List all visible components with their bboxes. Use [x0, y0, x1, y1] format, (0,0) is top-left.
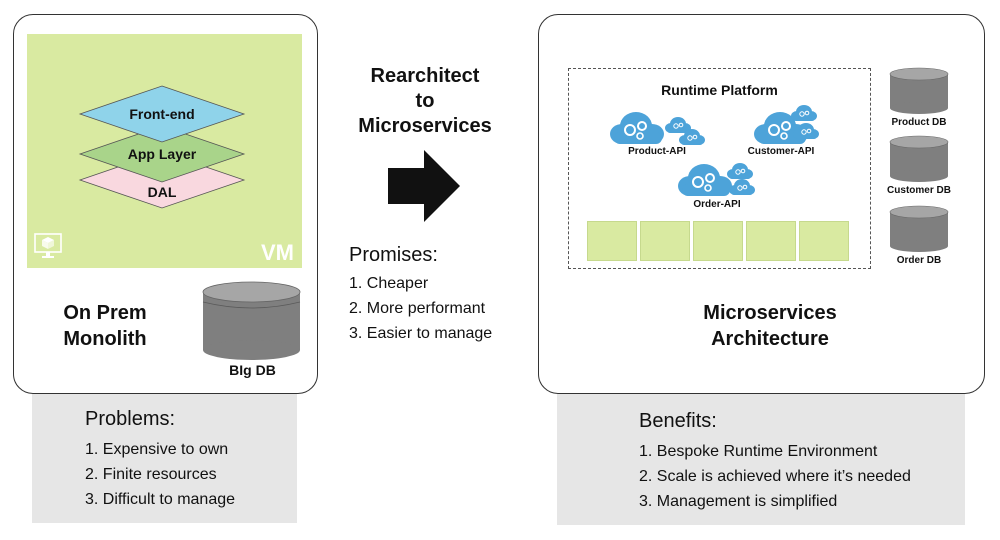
frontend-layer: [78, 85, 246, 143]
benefit-item-3: 3. Management is simplified: [639, 493, 838, 510]
compute-node-4: [746, 221, 796, 261]
product-db-cylinder: [889, 67, 949, 114]
rearchitect-line3: Microservices: [358, 115, 492, 137]
rearchitect-line2: to: [415, 90, 435, 112]
compute-node-2: [640, 221, 690, 261]
customer-db-cylinder: [889, 135, 949, 182]
promise-item-2: 2. More performant: [349, 300, 486, 317]
right-arrow-icon: [388, 150, 460, 222]
runtime-platform-title: Runtime Platform: [661, 82, 778, 98]
app-layer: [78, 125, 246, 183]
vm-label: VM: [261, 240, 294, 265]
product-api-cloud-icon: [609, 111, 706, 146]
product-db-label: Product DB: [891, 117, 947, 128]
microservices-title: Microservices Architecture: [670, 300, 870, 352]
applayer-label: App Layer: [127, 146, 197, 162]
order-db-cylinder: [889, 205, 949, 252]
product-api-label: Product-API: [628, 146, 686, 157]
benefit-item-2: 2. Scale is achieved where it’s needed: [639, 468, 911, 485]
compute-node-5: [799, 221, 849, 261]
compute-node-1: [587, 221, 637, 261]
problem-item-1: 1. Expensive to own: [85, 441, 229, 458]
dal-label: DAL: [147, 184, 177, 200]
monolith-title-line1: On Prem: [63, 302, 147, 324]
promises-list: 1. Cheaper 2. More performant 3. Easier …: [349, 271, 492, 346]
vm-area: Front-end App Layer DAL VM: [27, 34, 302, 268]
problems-list: 1. Expensive to own 2. Finite resources …: [85, 437, 235, 512]
problem-item-3: 3. Difficult to manage: [85, 491, 236, 508]
vm-monitor-icon: [34, 233, 62, 258]
microservices-title-line2: Architecture: [711, 328, 829, 350]
promise-item-1: 1. Cheaper: [349, 275, 429, 292]
frontend-label: Front-end: [129, 106, 195, 122]
layer-stack: [34, 85, 246, 258]
monolith-title-line2: Monolith: [63, 328, 147, 350]
problem-item-2: 2. Finite resources: [85, 466, 217, 483]
big-db-label: BIg DB: [229, 362, 276, 378]
order-api-cloud-icon: [677, 162, 756, 197]
problems-title: Problems:: [85, 408, 176, 430]
rearchitect-title: Rearchitect to Microservices: [345, 64, 505, 139]
order-api-label: Order-API: [693, 199, 741, 210]
customer-api-cloud-icon: [753, 104, 820, 145]
promises-title: Promises:: [349, 244, 438, 266]
benefit-item-1: 1. Bespoke Runtime Environment: [639, 443, 878, 460]
order-db-label: Order DB: [896, 255, 942, 266]
big-db-cylinder: [202, 281, 301, 360]
benefits-title: Benefits:: [639, 410, 717, 432]
compute-node-3: [693, 221, 743, 261]
customer-api-label: Customer-API: [747, 146, 815, 157]
rearchitect-line1: Rearchitect: [370, 65, 480, 87]
customer-db-label: Customer DB: [887, 185, 951, 196]
microservices-title-line1: Microservices: [703, 302, 837, 324]
monolith-title: On Prem Monolith: [30, 300, 180, 352]
benefits-list: 1. Bespoke Runtime Environment 2. Scale …: [639, 439, 911, 514]
promise-item-3: 3. Easier to manage: [349, 325, 493, 342]
